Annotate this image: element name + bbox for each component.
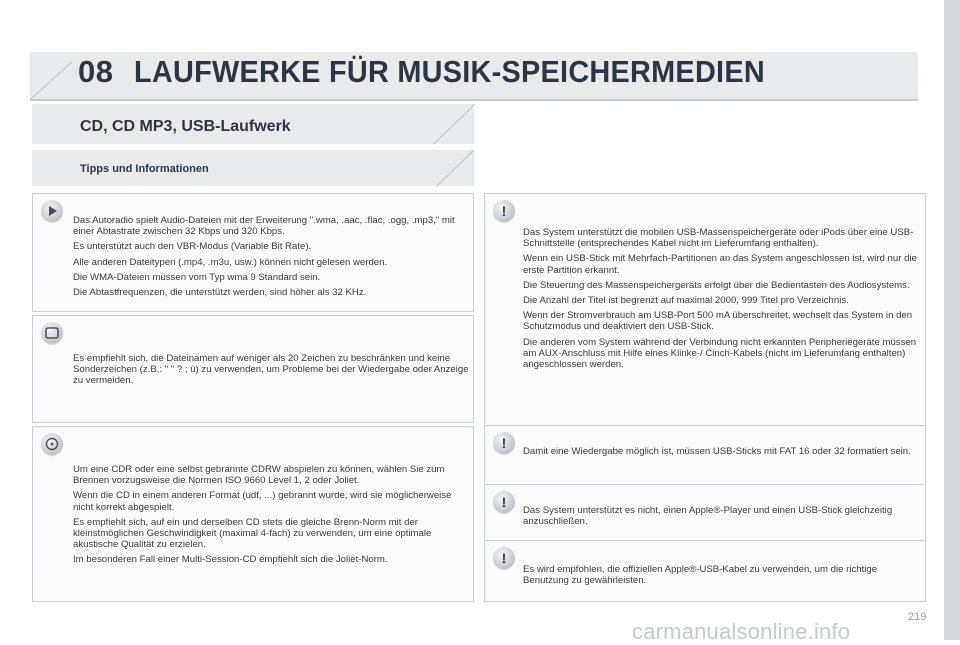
paragraph: Um eine CDR oder eine selbst gebrannte C… bbox=[73, 464, 445, 487]
paragraph: Das Autoradio spielt Audio-Dateien mit d… bbox=[73, 215, 455, 238]
page-number: 219 bbox=[908, 611, 927, 623]
filenames-text: Es empfiehlt sich, die Dateinamen auf we… bbox=[73, 353, 471, 391]
watermark: carmanualsonline.info bbox=[632, 619, 851, 644]
audio-formats-text: Das Autoradio spielt Audio-Dateien mit d… bbox=[73, 215, 471, 302]
paragraph: Die WMA-Dateien müssen vom Typ wma 9 Sta… bbox=[73, 271, 321, 283]
paragraph: Die Steuerung des Massenspeichergeräts e… bbox=[523, 279, 910, 291]
fat-format-text: Damit eine Wiedergabe möglich ist, müsse… bbox=[523, 446, 923, 461]
divider bbox=[485, 484, 925, 485]
chapter-title: LAUFWERKE FÜR MUSIK-SPEICHERMEDIEN bbox=[134, 54, 765, 89]
paragraph: Die Anzahl der Titel ist begrenzt auf ma… bbox=[523, 295, 849, 307]
info-box-cd-burning: Um eine CDR oder eine selbst gebrannte C… bbox=[32, 426, 474, 602]
paragraph: Die anderen vom System während der Verbi… bbox=[523, 336, 917, 371]
note-icon bbox=[41, 322, 63, 344]
disc-icon bbox=[41, 433, 63, 455]
paragraph: Wenn ein USB-Stick mit Mehrfach-Partitio… bbox=[523, 253, 917, 276]
chapter-number: 08 bbox=[78, 54, 114, 89]
section-title: CD, CD MP3, USB-Laufwerk bbox=[80, 118, 291, 135]
paragraph: Das System unterstützt die mobilen USB-M… bbox=[523, 227, 914, 250]
tips-title-bar bbox=[32, 150, 474, 186]
paragraph: Wenn der Stromverbrauch am USB-Port 500 … bbox=[523, 310, 913, 333]
apple-player-text: Das System unterstützt es nicht, einen A… bbox=[523, 505, 923, 531]
paragraph: Es wird empfohlen, die offiziellen Apple… bbox=[523, 564, 878, 587]
chapter-header-bar bbox=[30, 52, 918, 101]
paragraph: Die Abtastfrequenzen, die unterstützt we… bbox=[73, 287, 367, 299]
warning-icon: ! bbox=[493, 547, 515, 569]
divider bbox=[485, 540, 925, 541]
paragraph: Im besonderen Fall einer Multi-Session-C… bbox=[73, 554, 388, 566]
page-edge-strip bbox=[944, 0, 960, 640]
paragraph: Alle anderen Dateitypen (.mp4, .m3u, usw… bbox=[73, 256, 388, 268]
paragraph: Das System unterstützt es nicht, einen A… bbox=[523, 505, 893, 528]
tips-title: Tipps und Informationen bbox=[80, 163, 209, 175]
paragraph: Damit eine Wiedergabe möglich ist, müsse… bbox=[523, 446, 911, 457]
cd-burning-text: Um eine CDR oder eine selbst gebrannte C… bbox=[73, 464, 471, 570]
info-box-filenames: Es empfiehlt sich, die Dateinamen auf we… bbox=[32, 315, 474, 423]
paragraph: Es unterstützt auch den VBR-Modus (Varia… bbox=[73, 241, 312, 253]
info-box-audio-formats: Das Autoradio spielt Audio-Dateien mit d… bbox=[32, 193, 474, 312]
usb-support-text: Das System unterstützt die mobilen USB-M… bbox=[523, 227, 923, 374]
warning-icon: ! bbox=[493, 491, 515, 513]
paragraph: Es empfiehlt sich, die Dateinamen auf we… bbox=[73, 353, 469, 387]
warning-box-usb: ! Das System unterstützt die mobilen USB… bbox=[484, 193, 926, 602]
apple-cable-text: Es wird empfohlen, die offiziellen Apple… bbox=[523, 564, 923, 590]
warning-icon: ! bbox=[493, 432, 515, 454]
play-icon bbox=[41, 200, 63, 222]
section-title-bar bbox=[32, 104, 474, 144]
warning-icon: ! bbox=[493, 200, 515, 222]
paragraph: Es empfiehlt sich, auf ein und derselben… bbox=[73, 516, 432, 551]
paragraph: Wenn die CD in einem anderen Format (udf… bbox=[73, 490, 452, 513]
divider bbox=[485, 425, 925, 426]
